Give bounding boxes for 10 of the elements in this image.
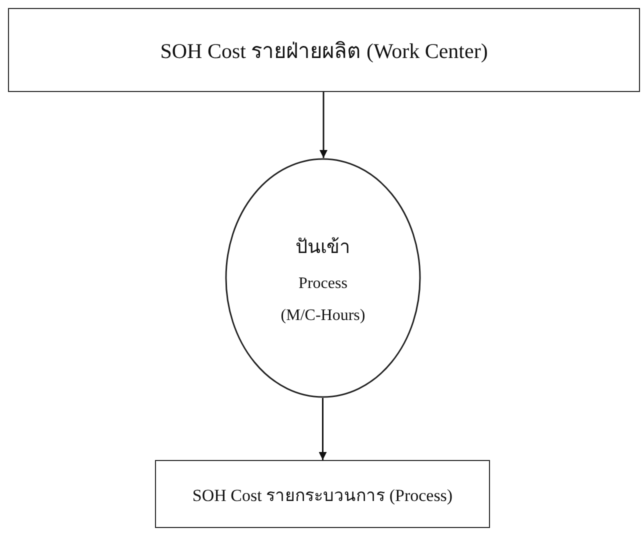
- arrow: [320, 92, 328, 158]
- arrow: [318, 398, 327, 460]
- node-text: SOH Cost รายกระบวนการ (Process): [192, 484, 453, 506]
- node-text: Process: [298, 275, 348, 293]
- node-text: ปันเข้า: [296, 236, 350, 260]
- process-box: [8, 8, 640, 92]
- process-box: [155, 460, 490, 528]
- process-ellipse: [225, 158, 421, 398]
- node-text: (M/C-Hours): [280, 307, 366, 325]
- node-text: SOH Cost รายฝ่ายผลิต (Work Center): [160, 38, 488, 64]
